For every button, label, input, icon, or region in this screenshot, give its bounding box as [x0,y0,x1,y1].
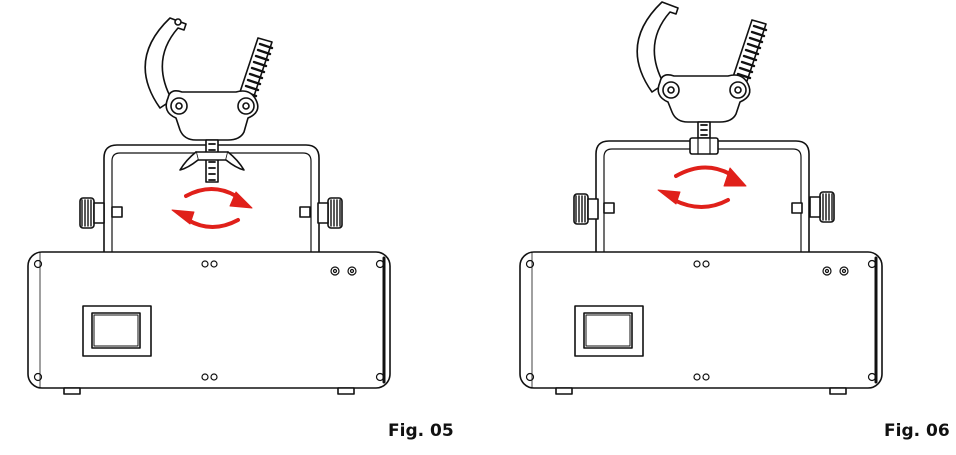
wing-nut [179,139,245,183]
fixture-illustration [27,17,391,395]
hex-nut [689,121,719,155]
fixture-feet [63,387,355,395]
figure-caption: Fig. 05 [388,421,454,441]
left-knob [79,197,123,229]
fixture-feet [555,387,847,395]
mounting-bracket-inner [603,148,802,253]
clamp-spring [237,37,274,103]
rotation-arrows [171,187,253,229]
rotation-arrows [657,165,747,209]
right-knob [299,197,343,229]
figure-caption: Fig. 06 [884,421,950,441]
figure-06: Fig. 06 [490,0,956,455]
left-knob [573,193,615,225]
figure-05: Fig. 05 [27,17,454,441]
display-window [574,305,644,357]
housing-screws [525,259,877,382]
display-window [82,305,152,357]
fixture-illustration [519,1,883,395]
clamp-body [657,74,751,123]
housing-screws [33,259,385,382]
mounting-bracket [595,140,810,253]
clamp-body [165,90,259,141]
right-knob [791,191,835,223]
